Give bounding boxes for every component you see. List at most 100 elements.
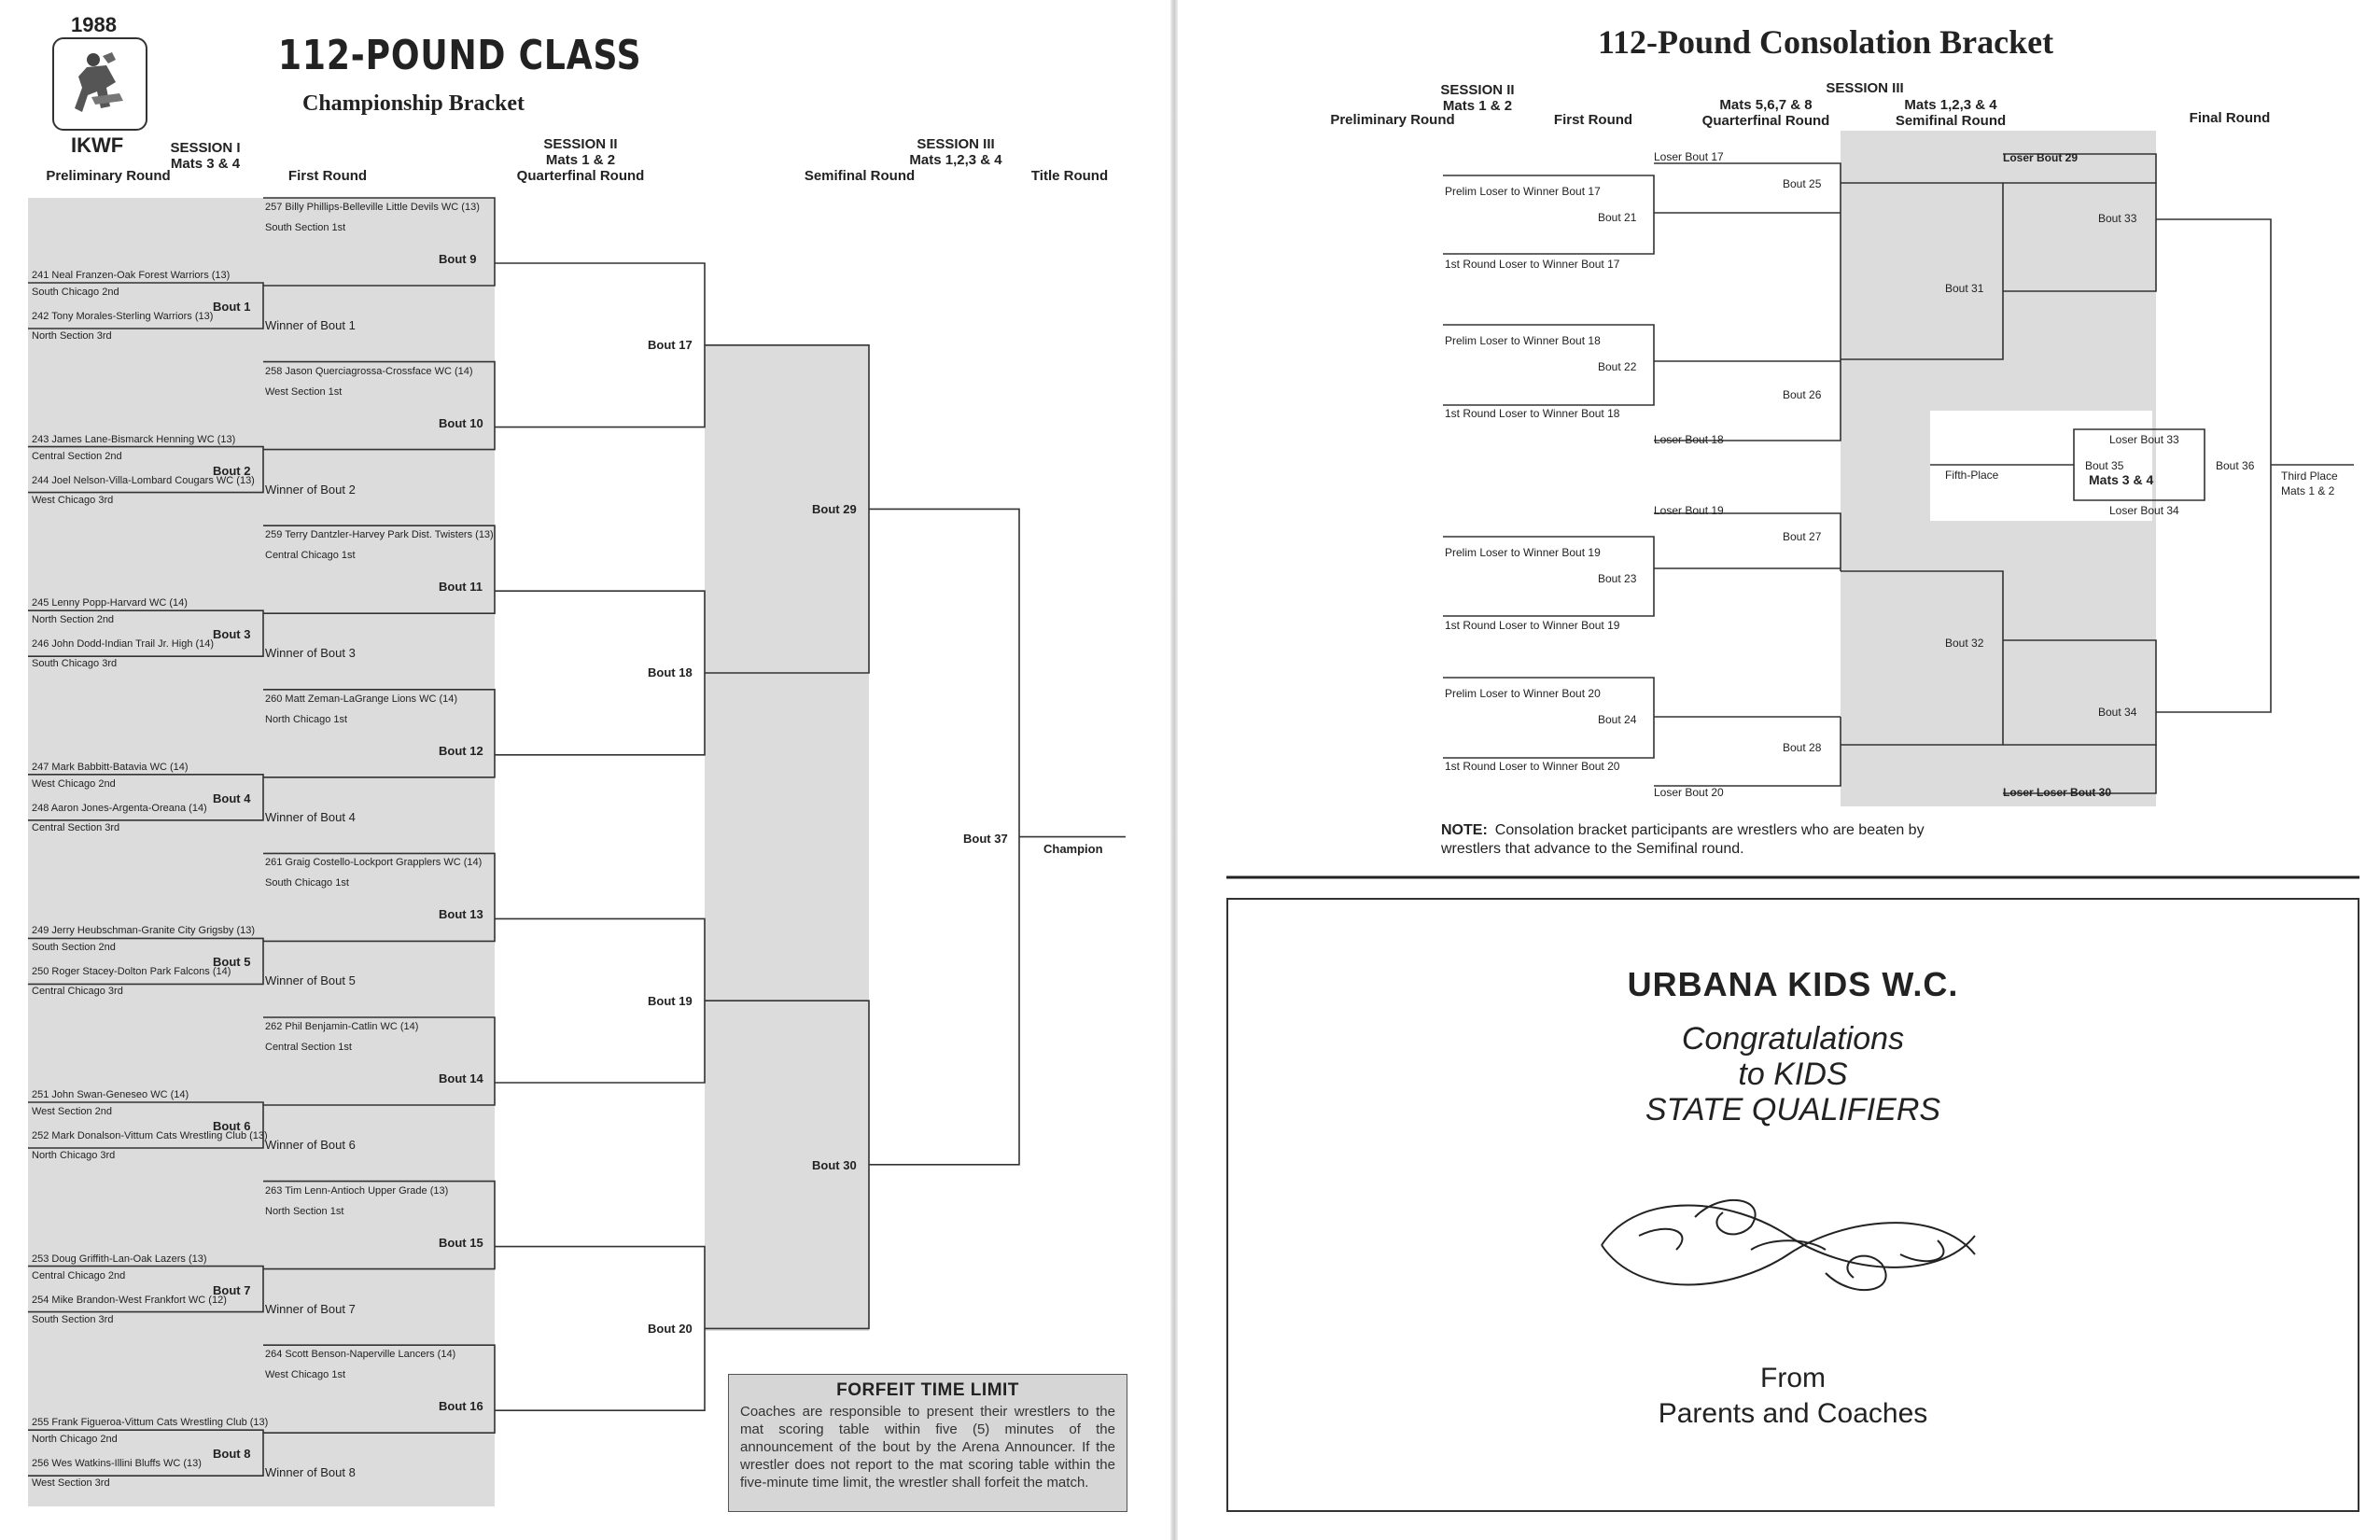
prelim-wrestler-a: 249 Jerry Heubschman-Granite City Grigsb… [32,925,256,937]
first-round-header: First Round [287,168,368,184]
fifth-place-label: Fifth-Place [1945,469,1999,482]
winner-label: Winner of Bout 5 [265,973,356,988]
seed-section: Central Section 1st [265,1042,352,1053]
prelim-wrestler-b: 246 John Dodd-Indian Trail Jr. High (14) [32,638,215,651]
session-3-header: SESSION III Mats 1,2,3 & 4 [909,136,1002,168]
prelim-bout: Bout 2 [213,463,251,478]
bracket-subtitle: Championship Bracket [302,91,525,116]
quarterfinal-bout-17: Bout 17 [648,338,693,352]
semifinal-round-header: Semifinal Round [804,168,916,184]
ad-club-name: URBANA KIDS W.C. [1627,965,1959,1003]
prelim-bout: Bout 4 [213,791,251,805]
prelim-section-b: South Section 3rd [32,1313,114,1325]
seed-wrestler: 258 Jason Querciagrossa-Crossface WC (14… [265,365,473,377]
seed-wrestler: 262 Phil Benjamin-Catlin WC (14) [265,1021,419,1032]
prelim-wrestler-a: 247 Mark Babbitt-Batavia WC (14) [32,761,189,773]
prelim-wrestler-a: 243 James Lane-Bismarck Henning WC (13) [32,433,236,445]
seed-section: North Chicago 1st [265,713,348,725]
note-text: Consolation bracket participants are wre… [1441,822,1925,857]
first-round-bout: Bout 9 [439,252,477,266]
cons-prelim-bottom: 1st Round Loser to Winner Bout 19 [1445,619,1620,632]
fifth-bout-35: Bout 35 [2085,459,2124,472]
prelim-section-b: South Chicago 3rd [32,658,118,670]
prelim-section-b: Central Chicago 3rd [32,986,123,998]
seed-section: South Chicago 1st [265,877,349,889]
seed-wrestler: 259 Terry Dantzler-Harvey Park Dist. Twi… [265,529,494,541]
cons-loser-18: Loser Bout 18 [1654,433,1724,446]
cons-bout-28: Bout 28 [1783,741,1822,754]
first-round-bout: Bout 15 [439,1235,483,1250]
fifth-loser-34: Loser Bout 34 [2109,504,2179,517]
prelim-section-a: South Chicago 2nd [32,287,119,298]
first-round-bout: Bout 13 [439,907,483,922]
prelim-wrestler-b: 254 Mike Brandon-West Frankfort WC (12) [32,1294,227,1306]
prelim-wrestler-b: 250 Roger Stacey-Dolton Park Falcons (14… [32,966,231,978]
prelim-section-a: Central Section 2nd [32,450,122,462]
org-label: IKWF [71,133,124,157]
session-1-header: SESSION I Mats 3 & 4 [170,140,241,172]
session-2-header: SESSION II Mats 1 & 2 Quarterfinal Round [516,136,645,184]
prelim-section-b: West Chicago 3rd [32,494,114,506]
seed-wrestler: 263 Tim Lenn-Antioch Upper Grade (13) [265,1184,449,1197]
seed-section: North Section 1st [265,1205,344,1217]
seed-wrestler: 261 Graig Costello-Lockport Grapplers WC… [265,857,483,869]
semifinal-bout-30: Bout 30 [812,1158,857,1172]
cons-bout-36: Bout 36 [2216,459,2255,472]
cons-semifinal-header: Mats 1,2,3 & 4 Semifinal Round [1895,97,2007,129]
first-round-shading [28,198,495,1506]
semifinal-bout-29: Bout 29 [812,502,857,516]
cons-preliminary-header: Preliminary Round [1330,112,1455,128]
cons-loser-19: Loser Bout 19 [1654,504,1724,517]
prelim-wrestler-b: 248 Aaron Jones-Argenta-Oreana (14) [32,802,207,814]
winner-label: Winner of Bout 4 [265,809,356,824]
flourish-ornament-icon [1601,1198,1976,1292]
consolation-note: NOTE:Consolation bracket participants ar… [1441,821,1945,859]
cons-loser-20: Loser Bout 20 [1654,786,1724,799]
quarterfinal-bout-19: Bout 19 [648,994,693,1008]
fifth-mats: Mats 3 & 4 [2089,472,2154,487]
title-round-header: Title Round [1030,168,1109,184]
cons-bout-33: Bout 33 [2098,212,2137,225]
first-round-bout: Bout 11 [439,580,483,595]
seed-section: South Section 1st [265,222,346,233]
forfeit-notice: FORFEIT TIME LIMIT Coaches are responsib… [728,1374,1127,1512]
cons-prelim-top: Prelim Loser to Winner Bout 17 [1445,185,1601,198]
cons-loser-bout-30: Loser Loser Bout 30 [2003,786,2112,799]
cons-quarterfinal-header: Mats 5,6,7 & 8 Quarterfinal Round [1701,97,1830,129]
cons-prelim-bout: Bout 21 [1598,211,1637,224]
prelim-wrestler-a: 241 Neal Franzen-Oak Forest Warriors (13… [32,270,231,281]
cons-bout-25: Bout 25 [1783,177,1822,190]
winner-label: Winner of Bout 8 [265,1465,356,1480]
cons-prelim-top: Prelim Loser to Winner Bout 20 [1445,687,1601,700]
cons-prelim-top: Prelim Loser to Winner Bout 18 [1445,334,1601,347]
prelim-wrestler-a: 253 Doug Griffith-Lan-Oak Lazers (13) [32,1253,207,1265]
semifinal-shading [705,345,869,1331]
prelim-wrestler-b: 256 Wes Watkins-Illini Bluffs WC (13) [32,1458,202,1470]
seed-wrestler: 260 Matt Zeman-LaGrange Lions WC (14) [265,693,458,705]
cons-prelim-bout: Bout 23 [1598,572,1637,585]
final-bout-37: Bout 37 [963,832,1008,846]
cons-prelim-bottom: 1st Round Loser to Winner Bout 18 [1445,407,1620,420]
cons-prelim-bottom: 1st Round Loser to Winner Bout 20 [1445,760,1620,773]
seed-wrestler: 257 Billy Phillips-Belleville Little Dev… [265,202,480,213]
prelim-bout: Bout 8 [213,1447,251,1462]
prelim-section-b: West Section 3rd [32,1477,110,1490]
prelim-bout: Bout 6 [213,1119,251,1133]
winner-label: Winner of Bout 1 [265,318,356,332]
cons-prelim-bout: Bout 22 [1598,360,1637,373]
prelim-wrestler-b: 244 Joel Nelson-Villa-Lombard Cougars WC… [32,474,255,486]
ad-from-who: Parents and Coaches [1658,1398,1928,1429]
ad-line-2: to KIDS [1738,1057,1848,1092]
prelim-wrestler-a: 245 Lenny Popp-Harvard WC (14) [32,597,188,609]
winner-label: Winner of Bout 7 [265,1301,356,1316]
prelim-wrestler-a: 255 Frank Figueroa-Vittum Cats Wrestling… [32,1417,269,1429]
cons-bout-26: Bout 26 [1783,388,1822,401]
first-round-bout: Bout 16 [439,1399,483,1414]
forfeit-text: Coaches are responsible to present their… [740,1404,1115,1491]
prelim-bout: Bout 3 [213,627,251,642]
cons-bout-27: Bout 27 [1783,530,1822,543]
winner-label: Winner of Bout 3 [265,646,356,661]
third-place-label: Third Place Mats 1 & 2 [2281,469,2338,497]
prelim-section-a: Central Chicago 2nd [32,1269,126,1281]
